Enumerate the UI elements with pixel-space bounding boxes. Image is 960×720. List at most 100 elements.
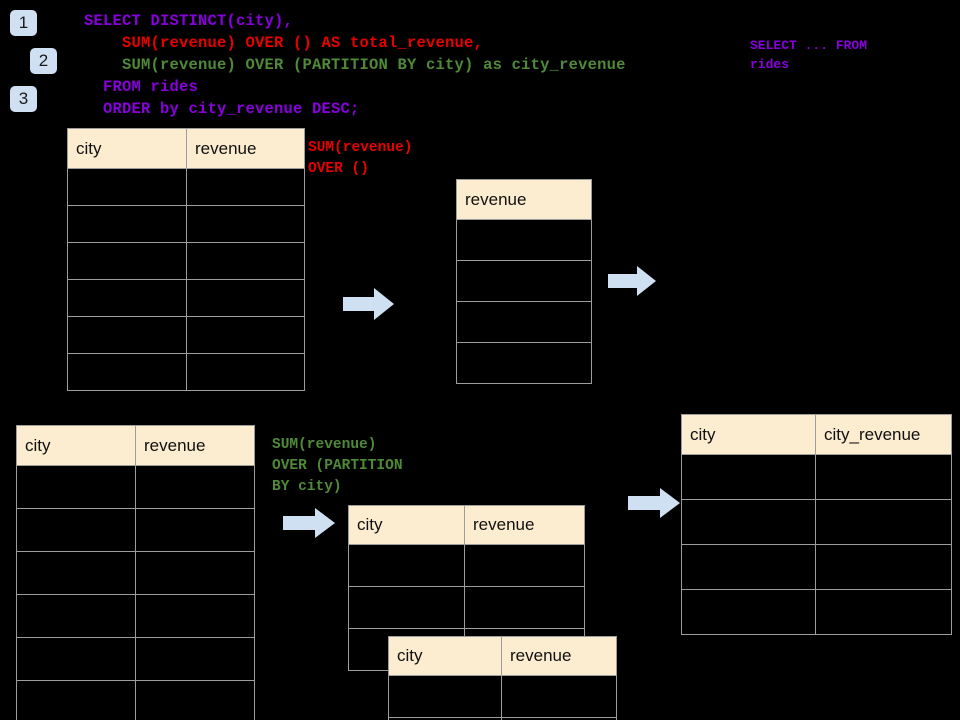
cell-city bbox=[348, 544, 465, 587]
table-row bbox=[16, 551, 255, 595]
cell-revenue bbox=[186, 353, 305, 391]
cell-revenue bbox=[186, 316, 305, 354]
table-row bbox=[67, 316, 305, 354]
cell-revenue bbox=[186, 168, 305, 206]
cell-city bbox=[388, 675, 502, 718]
cell-revenue bbox=[135, 508, 255, 552]
table-row bbox=[681, 589, 952, 635]
table-row bbox=[456, 301, 592, 343]
cell-city-revenue bbox=[815, 499, 952, 545]
cell-city-revenue bbox=[815, 589, 952, 635]
column-header-city: city bbox=[388, 636, 502, 676]
cell-city bbox=[681, 499, 816, 545]
cell-city bbox=[16, 594, 136, 638]
cell-city bbox=[16, 508, 136, 552]
column-header-city-revenue: city_revenue bbox=[815, 414, 952, 455]
cell-city bbox=[16, 680, 136, 720]
cell-city bbox=[348, 586, 465, 629]
table-row bbox=[388, 717, 617, 720]
table-row bbox=[388, 675, 617, 718]
cell-revenue bbox=[186, 205, 305, 243]
column-header-city: city bbox=[681, 414, 816, 455]
annotation-select-from-rides: SELECT ... FROM rides bbox=[750, 38, 868, 72]
step-badge-3[interactable]: 3 bbox=[10, 86, 37, 112]
cell-revenue bbox=[135, 637, 255, 681]
cell-city bbox=[16, 637, 136, 681]
cell-city bbox=[681, 544, 816, 590]
arrow-partition-to-result bbox=[628, 488, 680, 523]
step-badge-2[interactable]: 2 bbox=[30, 48, 57, 74]
cell-revenue bbox=[456, 301, 592, 343]
sql-line-select: SELECT DISTINCT(city), bbox=[84, 12, 294, 30]
annotation-sum-over-empty: SUM(revenue) OVER () bbox=[308, 140, 413, 177]
table-row bbox=[681, 454, 952, 500]
sql-line-sum-over-empty: SUM(revenue) OVER () AS total_revenue, bbox=[84, 34, 484, 52]
cell-city bbox=[67, 168, 187, 206]
cell-revenue bbox=[501, 675, 617, 718]
table-row bbox=[16, 594, 255, 638]
column-header-revenue: revenue bbox=[456, 179, 592, 220]
step-badge-1[interactable]: 1 bbox=[10, 10, 37, 36]
table-row bbox=[16, 508, 255, 552]
cell-revenue bbox=[464, 586, 585, 629]
cell-revenue bbox=[186, 279, 305, 317]
cell-revenue bbox=[186, 242, 305, 280]
cell-revenue bbox=[456, 342, 592, 384]
table-header-row: city revenue bbox=[67, 128, 305, 169]
arrow-source-to-partition bbox=[283, 508, 335, 543]
cell-revenue bbox=[135, 465, 255, 509]
cell-revenue bbox=[464, 544, 585, 587]
table-row bbox=[681, 499, 952, 545]
table-row bbox=[16, 465, 255, 509]
rides-source-table-partition: city revenue bbox=[16, 425, 255, 720]
annotation-sum-over-partition: SUM(revenue) OVER (PARTITION BY city) bbox=[272, 437, 403, 495]
cell-city bbox=[681, 454, 816, 500]
sql-line-order-by: ORDER by city_revenue DESC; bbox=[84, 100, 360, 118]
table-row bbox=[67, 353, 305, 391]
table-header-row: city revenue bbox=[16, 425, 255, 466]
column-header-revenue: revenue bbox=[186, 128, 305, 169]
arrow-source-to-total bbox=[343, 288, 394, 325]
partition-group-front: city revenue bbox=[388, 636, 617, 720]
table-row bbox=[348, 586, 585, 629]
cell-city-revenue bbox=[815, 544, 952, 590]
cell-city bbox=[16, 551, 136, 595]
column-header-city: city bbox=[67, 128, 187, 169]
sql-line-from: FROM rides bbox=[84, 78, 199, 96]
cell-revenue bbox=[135, 551, 255, 595]
cell-city bbox=[16, 465, 136, 509]
cell-city bbox=[67, 316, 187, 354]
table-row bbox=[681, 544, 952, 590]
cell-revenue bbox=[501, 717, 617, 720]
cell-city bbox=[67, 205, 187, 243]
column-header-revenue: revenue bbox=[464, 505, 585, 545]
cell-city-revenue bbox=[815, 454, 952, 500]
cell-city bbox=[681, 589, 816, 635]
cell-revenue bbox=[456, 260, 592, 302]
table-row bbox=[456, 260, 592, 302]
arrow-total-to-right bbox=[608, 266, 656, 301]
column-header-city: city bbox=[348, 505, 465, 545]
table-header-row: city revenue bbox=[388, 636, 617, 676]
table-row bbox=[456, 219, 592, 261]
cell-city bbox=[67, 242, 187, 280]
cell-city bbox=[67, 353, 187, 391]
table-header-row: revenue bbox=[456, 179, 592, 220]
column-header-revenue: revenue bbox=[135, 425, 255, 466]
table-row bbox=[16, 637, 255, 681]
table-row bbox=[67, 168, 305, 206]
total-revenue-table: revenue bbox=[456, 179, 592, 384]
cell-revenue bbox=[456, 219, 592, 261]
table-row bbox=[348, 544, 585, 587]
city-revenue-result-table: city city_revenue bbox=[681, 414, 952, 635]
table-row bbox=[67, 205, 305, 243]
table-row bbox=[16, 680, 255, 720]
cell-city bbox=[67, 279, 187, 317]
table-row bbox=[67, 242, 305, 280]
table-header-row: city city_revenue bbox=[681, 414, 952, 455]
cell-revenue bbox=[135, 594, 255, 638]
sql-line-sum-over-partition: SUM(revenue) OVER (PARTITION BY city) as… bbox=[84, 56, 626, 74]
column-header-city: city bbox=[16, 425, 136, 466]
table-row bbox=[67, 279, 305, 317]
table-row bbox=[456, 342, 592, 384]
